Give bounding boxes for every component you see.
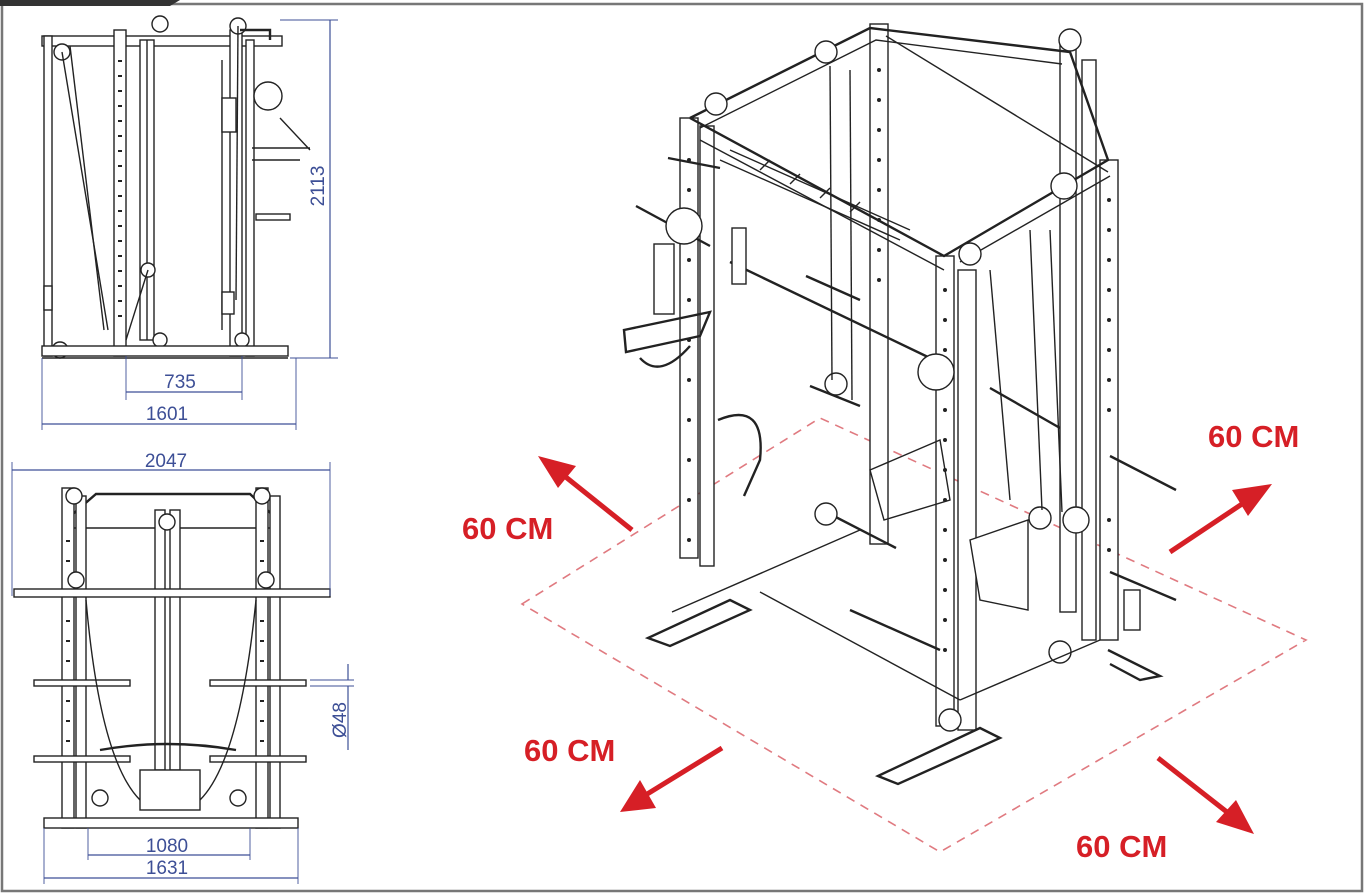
corner-tab [0,0,180,6]
side-height-label: 2113 [308,166,329,207]
clearance-footprint [520,417,1308,853]
front-view-dimensions: 2047 Ø48 1080 1631 [11,451,354,884]
side-view-dimensions: 2113 735 1601 [41,19,338,430]
clearance-label-right-bottom: 60 CM [1076,829,1167,864]
isometric-rack-drawing [622,23,1177,786]
front-view-drawing [13,487,331,829]
front-inner-width-label: 1080 [146,836,188,857]
clearance-arrow-left-bottom [620,745,724,812]
clearance-arrow-left-top [538,456,634,532]
clearance-label-left-bottom: 60 CM [524,733,615,768]
clearance-arrow-right-bottom [1156,756,1254,834]
iso-upright-holes [687,68,1111,652]
clearance-label-left-top: 60 CM [462,511,553,546]
side-total-depth-label: 1601 [146,404,188,425]
side-inner-depth-label: 735 [164,372,196,393]
front-upright-holes [66,540,264,742]
bar-diameter-label: Ø48 [330,702,351,738]
side-view-drawing [41,15,311,359]
clearance-label-right-top: 60 CM [1208,419,1299,454]
side-upright-holes [118,60,122,317]
clearance-arrow-right-top [1168,484,1272,555]
front-total-width-label: 2047 [145,451,187,472]
front-base-width-label: 1631 [146,858,188,879]
